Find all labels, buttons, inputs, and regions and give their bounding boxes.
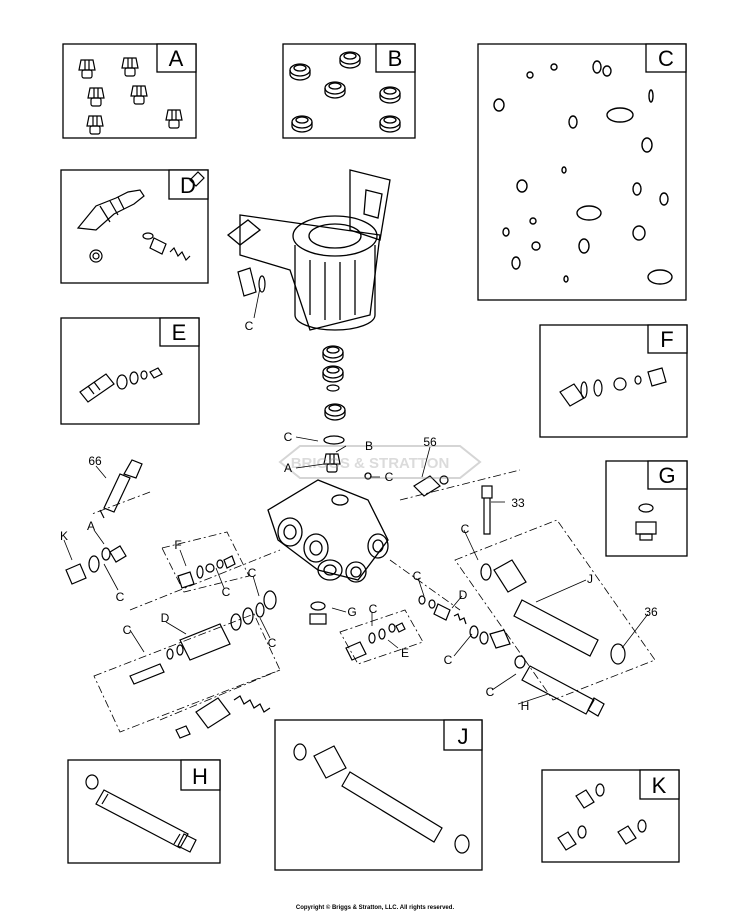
kit-j-letter: J	[458, 724, 469, 749]
garden-hose-adapter-icon	[293, 743, 470, 854]
check-valve-parts-k	[65, 545, 127, 585]
callout-c: C	[222, 585, 231, 599]
kit-d-parts	[418, 595, 467, 625]
leader-lines	[63, 287, 649, 705]
callout-c: C	[284, 430, 293, 444]
unloader-valve-icon	[76, 171, 205, 263]
callout-c: C	[245, 319, 254, 333]
callout-c: C	[413, 569, 422, 583]
callout-c: C	[461, 522, 470, 536]
kit-box-e: E	[60, 317, 200, 425]
callout-a: A	[284, 461, 292, 475]
callout-c: C	[486, 685, 495, 699]
callout-j: J	[587, 572, 593, 586]
callout-b: B	[365, 439, 373, 453]
plug-icon	[557, 783, 647, 851]
kit-c-parts	[469, 625, 511, 649]
callout-labels: C C B A C 56 66 33 A K C F C C D C C G C…	[60, 319, 658, 713]
kit-box-c: C	[477, 43, 687, 301]
kit-box-g: G	[605, 460, 688, 557]
drain-plug-g	[309, 601, 327, 625]
pump-manifold	[267, 472, 389, 583]
callout-56: 56	[423, 435, 437, 449]
injector-icon	[79, 367, 163, 403]
kit-e-parts	[345, 622, 406, 661]
manifold-bolt	[481, 485, 493, 535]
assembly-guides	[91, 469, 656, 733]
kit-g-letter: G	[658, 463, 675, 488]
piston-seal-stack	[322, 345, 346, 473]
hose-adapter-j	[480, 559, 626, 665]
crankcase-housing	[226, 169, 391, 331]
kit-c-letter: C	[658, 46, 674, 71]
unloader-assembly	[129, 590, 277, 739]
o-ring-icon	[493, 60, 673, 285]
watermark-logo: BRIGGS & STRATTON	[278, 445, 482, 479]
callout-e: E	[401, 646, 409, 660]
kit-f-parts	[177, 555, 236, 589]
kit-e-letter: E	[172, 320, 187, 345]
kit-box-d: D	[60, 169, 209, 284]
kit-b-letter: B	[388, 46, 403, 71]
drain-plug-icon	[635, 503, 657, 541]
callout-g: G	[347, 605, 356, 619]
callout-36: 36	[644, 605, 658, 619]
kit-box-f: F	[539, 324, 688, 438]
kit-h-letter: H	[192, 764, 208, 789]
crank-seal	[237, 267, 266, 297]
callout-d: D	[459, 588, 468, 602]
callout-c: C	[123, 623, 132, 637]
callout-k: K	[60, 529, 68, 543]
callout-c: C	[369, 602, 378, 616]
kit-f-letter: F	[660, 327, 673, 352]
elbow-fitting	[413, 475, 449, 497]
callout-a: A	[87, 519, 95, 533]
callout-f: F	[174, 538, 181, 552]
kit-box-j: J	[274, 719, 483, 871]
callout-c: C	[444, 653, 453, 667]
callout-c: C	[248, 566, 257, 580]
inlet-filter-icon	[85, 774, 197, 853]
kit-k-letter: K	[652, 773, 667, 798]
plug-icon	[559, 367, 667, 407]
callout-c: C	[268, 636, 277, 650]
kit-box-b: B	[282, 43, 416, 139]
copyright-notice: Copyright © Briggs & Stratton, LLC. All …	[295, 905, 455, 911]
thermal-relief-valve	[99, 459, 143, 519]
callout-c: C	[385, 470, 394, 484]
callout-d: D	[161, 611, 170, 625]
kit-box-k: K	[541, 769, 680, 863]
kit-a-letter: A	[169, 46, 184, 71]
callout-33: 33	[511, 496, 525, 510]
kit-box-a: A	[62, 43, 197, 139]
kit-box-h: H	[67, 759, 221, 864]
svg-text:BRIGGS & STRATTON: BRIGGS & STRATTON	[291, 455, 450, 472]
callout-h: H	[521, 699, 530, 713]
callout-c: C	[116, 590, 125, 604]
callout-66: 66	[88, 454, 102, 468]
inlet-filter-h	[514, 655, 605, 717]
kit-d-letter: D	[180, 173, 196, 198]
